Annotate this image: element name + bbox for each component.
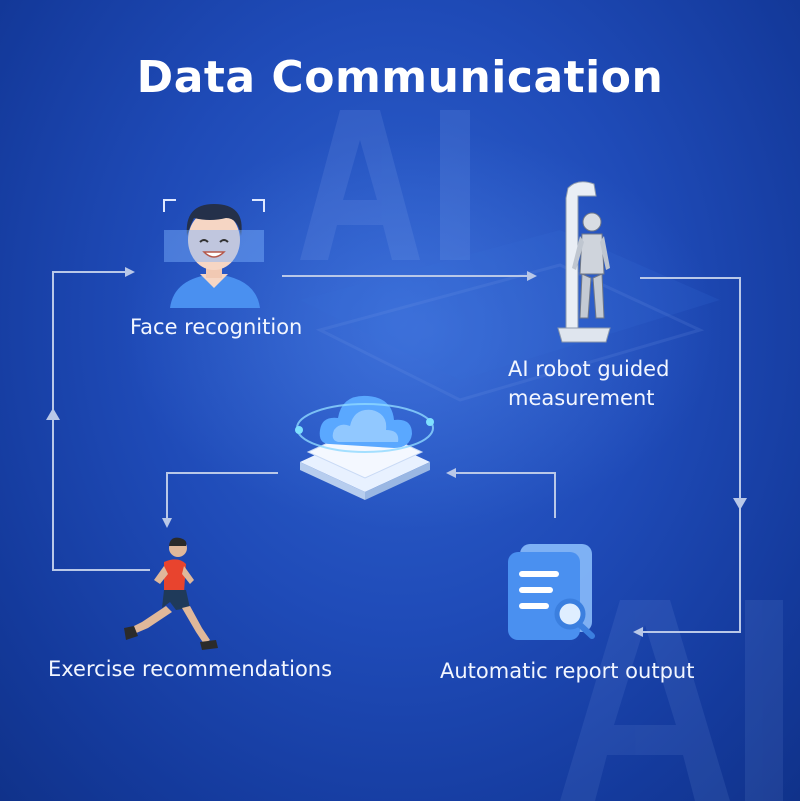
robot-label-line1: AI robot guided: [508, 357, 670, 381]
cloud-platform-icon: [295, 395, 434, 500]
runner-icon: [124, 537, 218, 650]
report-document-icon: [508, 544, 595, 640]
face-scan-icon: [163, 199, 265, 308]
arrow-robot-to-report: [633, 277, 741, 637]
report-label: Automatic report output: [440, 659, 695, 683]
arrow-report-to-cloud: [446, 468, 556, 518]
arrow-exercise-to-face: [52, 267, 150, 571]
face-recognition-label: Face recognition: [130, 315, 303, 339]
exercise-label: Exercise recommendations: [48, 657, 333, 681]
page-title: Data Communication: [136, 52, 664, 103]
robot-measurement-station-icon: [557, 181, 611, 343]
arrowhead-right-side: [733, 498, 747, 510]
arrow-cloud-to-exercise: [162, 472, 278, 528]
arrowhead-left-side: [46, 408, 60, 420]
robot-label-line2: measurement: [508, 386, 655, 410]
